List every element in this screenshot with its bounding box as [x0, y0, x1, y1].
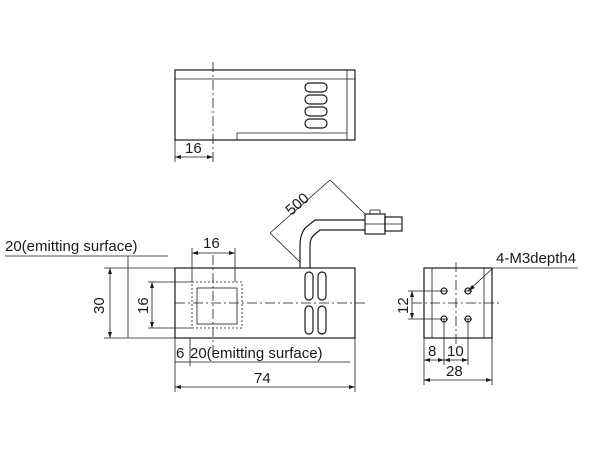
dim-arrow: [444, 358, 450, 362]
dim-label-side-10: 10: [447, 343, 464, 360]
dim-arrow: [424, 358, 430, 362]
vent-slot: [317, 305, 327, 335]
dim-label-front-16: 16: [203, 235, 220, 252]
dim-arrow: [150, 282, 154, 288]
cable-assembly: 500: [269, 179, 403, 268]
dim-label-height-16: 16: [135, 297, 152, 314]
top-view-step: [236, 132, 347, 140]
dim-extension-line: [329, 179, 366, 215]
cable-lower-edge: [309, 229, 365, 268]
dim-label-side-8: 8: [428, 343, 436, 360]
dim-arrow: [108, 332, 112, 338]
dim-arrow: [108, 268, 112, 274]
dim-label-side-12: 12: [395, 297, 412, 314]
top-view-body: [174, 69, 356, 141]
dim-arrow: [175, 385, 181, 389]
dim-arrow: [438, 358, 444, 362]
dim-label-offset-6: 6: [176, 345, 184, 362]
vent-slot: [304, 118, 328, 129]
vent-slot: [304, 82, 328, 93]
dim-arrow: [424, 378, 430, 382]
dim-arrow: [462, 358, 468, 362]
front-view: 20(emitting surface) 16 30 16 6 20(emitt…: [5, 235, 368, 392]
dim-label-length-74: 74: [254, 370, 271, 387]
dim-label-cable-500: 500: [282, 190, 312, 219]
label-mounting-holes: 4-M3depth4: [496, 250, 576, 267]
dim-arrow: [486, 378, 492, 382]
emitting-surface-window: [196, 287, 238, 325]
cable-upper-edge: [299, 219, 365, 268]
top-view: 16: [174, 62, 356, 165]
dim-arrow: [192, 251, 198, 255]
dim-label-top-16: 16: [185, 140, 202, 157]
dim-arrow: [150, 322, 154, 328]
dim-label-height-30: 30: [91, 297, 108, 314]
label-emitting-surface-top: 20(emitting surface): [5, 238, 138, 255]
vent-slot: [304, 94, 328, 105]
dim-line-500: [269, 179, 331, 234]
vent-slot: [304, 106, 328, 117]
dim-arrow: [468, 285, 475, 291]
vent-slot: [304, 271, 314, 301]
dim-arrow: [229, 251, 235, 255]
dim-arrow: [175, 155, 181, 159]
vent-slot: [317, 271, 327, 301]
dim-label-side-28: 28: [446, 363, 463, 380]
dim-arrow: [410, 291, 414, 297]
dim-arrow: [207, 155, 213, 159]
dim-arrow: [349, 385, 355, 389]
side-view: 4-M3depth4 12 8 10 28: [395, 250, 578, 385]
dim-extension-line: [269, 232, 301, 263]
label-emitting-surface-bottom: 20(emitting surface): [190, 345, 323, 362]
emitting-surface-outline: [191, 281, 243, 329]
vent-slot: [304, 305, 314, 335]
dim-arrow: [410, 313, 414, 319]
